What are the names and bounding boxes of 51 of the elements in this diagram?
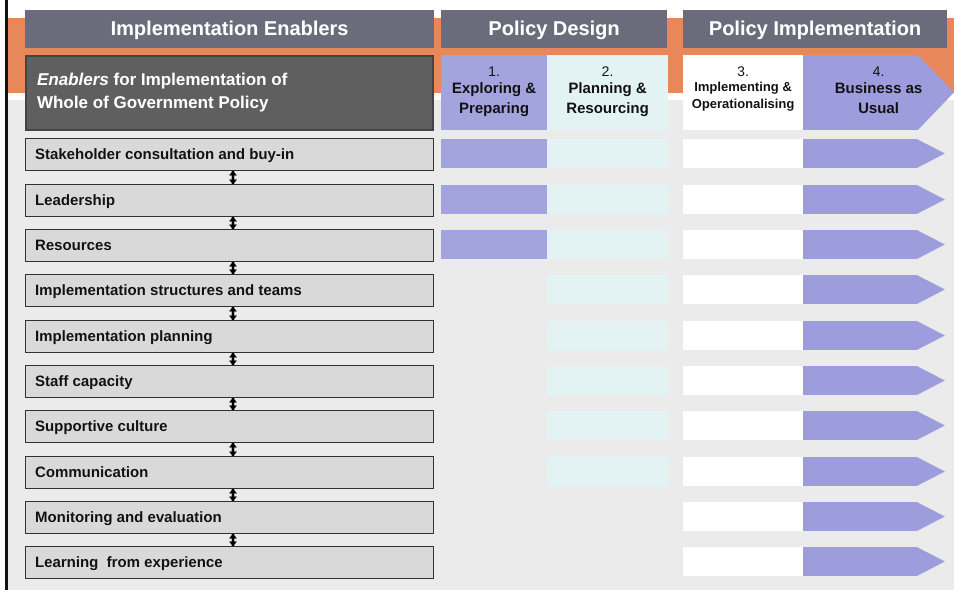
stage-box bbox=[441, 55, 547, 130]
enabler-box: Staff capacity bbox=[25, 365, 434, 398]
double-arrow bbox=[230, 488, 236, 502]
stage-number: 4. bbox=[872, 63, 884, 79]
double-arrow bbox=[230, 534, 236, 546]
stage-bar bbox=[683, 230, 803, 259]
stage-number: 1. bbox=[488, 63, 500, 79]
section-header: Policy Implementation bbox=[683, 10, 947, 48]
double-arrow bbox=[230, 216, 236, 230]
stage-bar bbox=[683, 366, 803, 395]
double-arrow bbox=[230, 442, 236, 456]
double-arrow bbox=[230, 170, 236, 184]
section-header: Implementation Enablers bbox=[25, 10, 434, 48]
stage-bar bbox=[441, 185, 547, 214]
stage-box bbox=[683, 55, 803, 130]
enabler-box: Implementation planning bbox=[25, 320, 434, 353]
enabler-box: Learning from experience bbox=[25, 546, 434, 579]
enabler-box: Stakeholder consultation and buy-in bbox=[25, 138, 434, 171]
enabler-box: Supportive culture bbox=[25, 410, 434, 443]
enabler-box: Implementation structures and teams bbox=[25, 274, 434, 307]
stage-bar bbox=[441, 230, 547, 259]
double-arrow bbox=[230, 306, 236, 320]
stage-bar bbox=[441, 139, 547, 168]
stage-label: Implementing & Operationalising bbox=[690, 79, 796, 113]
double-arrow bbox=[230, 398, 236, 410]
stage-bar bbox=[683, 457, 803, 486]
title-box: Enablers for Implementation of Whole of Government Policy bbox=[25, 55, 434, 131]
stage-number: 2. bbox=[602, 63, 614, 79]
stage-bar bbox=[547, 230, 668, 259]
section-header: Policy Design bbox=[441, 10, 667, 48]
stage-bar bbox=[547, 139, 668, 168]
stage-box bbox=[547, 55, 668, 130]
double-arrow bbox=[230, 262, 236, 274]
double-arrow bbox=[230, 352, 236, 366]
stage-bar bbox=[683, 321, 803, 350]
enabler-box: Leadership bbox=[25, 184, 434, 217]
stage-label: Planning & Resourcing bbox=[565, 79, 650, 118]
enabler-box: Resources bbox=[25, 229, 434, 262]
stage-bar bbox=[683, 185, 803, 214]
stage-label: Business as Usual bbox=[834, 79, 924, 118]
stage-bar bbox=[683, 275, 803, 304]
stage-label: Exploring & Preparing bbox=[450, 79, 538, 118]
stage-banner bbox=[803, 55, 954, 130]
enabler-box: Communication bbox=[25, 456, 434, 489]
stage-bar bbox=[683, 139, 803, 168]
enabler-box: Monitoring and evaluation bbox=[25, 501, 434, 534]
stage-bar bbox=[683, 547, 803, 576]
stage-bar bbox=[547, 185, 668, 214]
stage-bar bbox=[683, 411, 803, 440]
stage-bar bbox=[683, 502, 803, 531]
stage-number: 3. bbox=[737, 63, 749, 79]
